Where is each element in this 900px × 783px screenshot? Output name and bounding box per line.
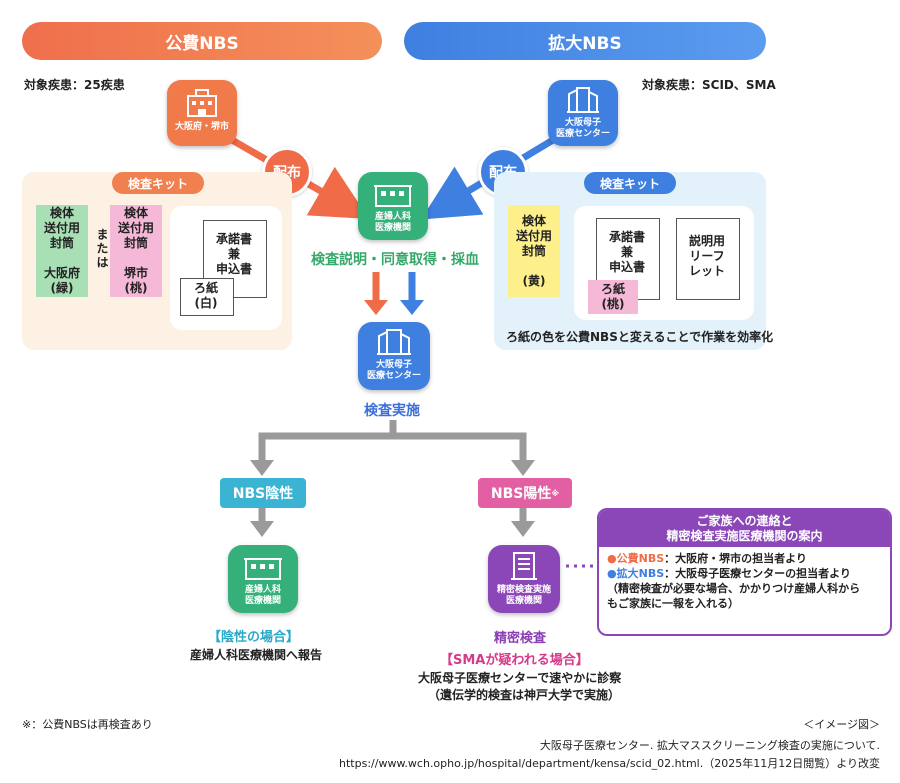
osaka-center-mid-tile: 大阪母子 医療センター xyxy=(358,322,430,390)
left-consent-text: 承諾書 兼 申込書 xyxy=(215,232,252,276)
right-kit-caption: ろ紙の色を公費NBSと変えることで作業を効率化 xyxy=(506,330,774,344)
contact-line1: ●公費NBS：大阪府・堺市の担当者より xyxy=(607,552,807,565)
hospital-building-icon xyxy=(567,87,599,113)
extended-nbs-title: 拡大NBS xyxy=(548,33,622,54)
negative-pill: NBS陰性 xyxy=(220,478,306,508)
hospital-building-icon xyxy=(377,329,411,355)
left-filter-text: ろ紙 (白) xyxy=(193,281,218,310)
envelope-yellow: 検体 送付用 封筒 (黄) xyxy=(508,205,560,297)
image-note: ＜イメージ図＞ xyxy=(803,718,880,731)
right-kit-tag: 検査キット xyxy=(584,172,676,194)
right-filter-paper: ろ紙 (桃) xyxy=(588,280,638,314)
left-kit-tag: 検査キット xyxy=(112,172,204,194)
positive-pill: NBS陽性※ xyxy=(478,478,572,508)
bullet-public: ● xyxy=(607,552,617,565)
test-label: 検査実施 xyxy=(364,403,420,419)
facility-building-icon xyxy=(511,552,537,580)
contact-line3: （精密検査が必要な場合、かかりつけ産婦人科から xyxy=(607,582,861,595)
public-target-text: 対象疾患：25疾患 xyxy=(24,78,125,92)
envelope-green: 検体 送付用 封筒 大阪府 (緑) xyxy=(36,205,88,297)
contact-line2: ●拡大NBS：大阪母子医療センターの担当者より xyxy=(607,567,851,580)
city-hall-icon xyxy=(187,89,217,117)
obgyn-bottom-label: 産婦人科 医療機関 xyxy=(244,585,281,606)
positive-mark: ※ xyxy=(551,488,560,498)
prefecture-tile: 大阪府・堺市 xyxy=(167,80,237,146)
branch-lines xyxy=(258,420,527,462)
negative-report-text: 産婦人科医療機関へ報告 xyxy=(190,648,323,662)
footnote: ※：公費NBSは再検査あり xyxy=(22,718,153,731)
left-filter-paper xyxy=(180,278,234,316)
sma-case-label: 【SMAが疑われる場合】 xyxy=(440,653,589,668)
extended-nbs-banner: 拡大NBS xyxy=(404,22,766,60)
leaflet-paper xyxy=(676,218,740,300)
envelope-pink: 検体 送付用 封筒 堺市 (桃) xyxy=(110,205,162,297)
negative-case-label: 【陰性の場合】 xyxy=(208,630,300,645)
public-nbs-banner: 公費NBS xyxy=(22,22,382,60)
osaka-center-mid-label: 大阪母子 医療センター xyxy=(366,360,421,381)
public-nbs-title: 公費NBS xyxy=(165,33,239,54)
osaka-center-top-label: 大阪母子 医療センター xyxy=(555,118,610,139)
process-label: 検査説明・同意取得・採血 xyxy=(311,252,479,268)
sma-line2: （遺伝学的検査は神戸大学で実施） xyxy=(428,688,621,702)
obgyn-bottom-tile: 産婦人科 医療機関 xyxy=(228,545,298,613)
obgyn-top-label: 産婦人科 医療機関 xyxy=(374,212,411,233)
right-consent-text: 承諾書 兼 申込書 xyxy=(608,230,645,274)
precise-label: 精密検査 xyxy=(494,631,547,646)
prefecture-tile-label: 大阪府・堺市 xyxy=(174,122,229,132)
contact-box-title: ご家族への連絡と 精密検査実施医療機関の案内 xyxy=(599,510,890,547)
contact-line4: もご家族に一報を入れる） xyxy=(607,597,739,610)
bullet-extended: ● xyxy=(607,567,617,580)
obgyn-top-tile: 産婦人科 医療機関 xyxy=(358,172,428,240)
contact-box: ご家族への連絡と 精密検査実施医療機関の案内 ●公費NBS：大阪府・堺市の担当者… xyxy=(597,508,892,636)
leaflet-text: 説明用 リーフ レット xyxy=(688,234,725,278)
precise-facility-label: 精密検査実施 医療機関 xyxy=(496,585,551,606)
extended-target-text: 対象疾患：SCID、SMA xyxy=(642,78,776,92)
sma-line1: 大阪母子医療センターで速やかに診察 xyxy=(418,671,622,685)
citation-line2: https://www.wch.opho.jp/hospital/departm… xyxy=(339,757,880,770)
osaka-center-top-tile: 大阪母子 医療センター xyxy=(548,80,618,146)
citation-line1: 大阪母子医療センター. 拡大マススクリーニング検査の実施について. xyxy=(539,739,880,752)
clinic-building-icon xyxy=(244,558,282,580)
precise-facility-tile: 精密検査実施 医療機関 xyxy=(488,545,560,613)
clinic-building-icon xyxy=(374,185,412,207)
or-text: または xyxy=(95,228,109,270)
